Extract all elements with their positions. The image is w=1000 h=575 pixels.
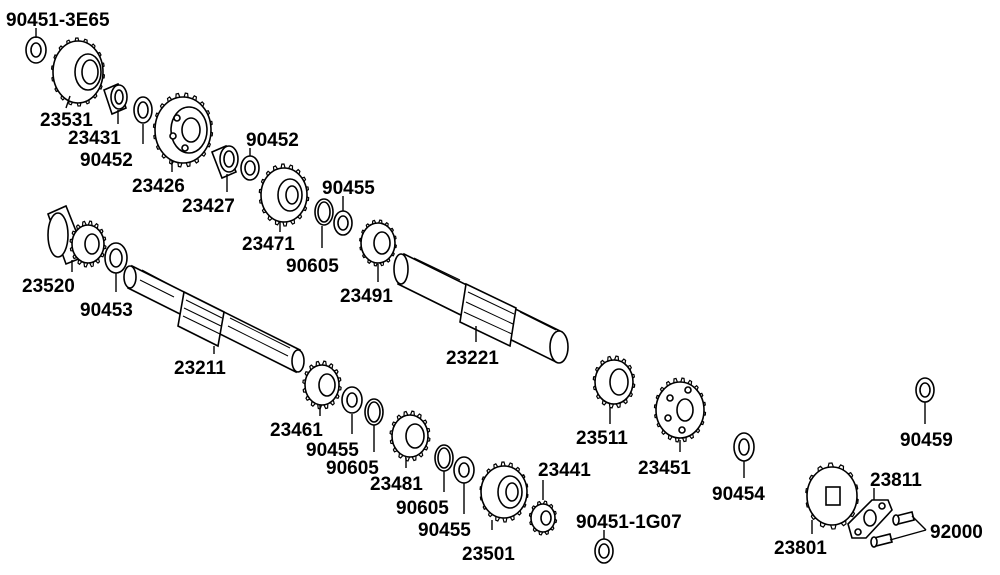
label-23427: 23427 [182,196,235,217]
label-90605-c: 90605 [396,498,449,519]
label-23520: 23520 [22,276,75,297]
label-23451: 23451 [638,458,691,479]
label-23481: 23481 [370,474,423,495]
label-23501: 23501 [462,544,515,565]
gear-23471[interactable] [258,163,310,227]
label-23511: 23511 [576,428,628,449]
gear-23491[interactable] [359,219,397,267]
part-labels: 90451-3E65 23531 23431 90452 23426 90452… [6,10,983,565]
main-shaft-23211[interactable] [123,264,305,374]
label-23531: 23531 [40,110,93,131]
label-23221: 23221 [446,348,499,369]
label-23441: 23441 [538,460,591,481]
washer-90455-c[interactable] [453,456,475,484]
label-90454: 90454 [712,484,765,505]
bolt-92000-b[interactable] [870,533,893,548]
washer-90455-a[interactable] [333,210,353,236]
label-90453: 90453 [80,300,133,321]
label-90452-b: 90452 [246,130,299,151]
label-23211: 23211 [174,358,226,379]
label-90459: 90459 [900,430,953,451]
circlip-90605-a[interactable] [314,198,334,226]
washer-90459[interactable] [915,377,935,403]
label-90451-1G07: 90451-1G07 [576,512,682,533]
gear-23531[interactable] [50,37,106,107]
label-90455-c: 90455 [418,520,471,541]
washer-90455-b[interactable] [341,386,363,414]
label-23431: 23431 [68,128,121,149]
washer-90452-a[interactable] [133,96,153,124]
circlip-90605-b[interactable] [364,398,384,426]
label-90451-3E65: 90451-3E65 [6,10,110,31]
washer-90454[interactable] [733,432,755,462]
label-90452-a: 90452 [80,150,133,171]
label-23471: 23471 [242,234,295,255]
circlip-90605-c[interactable] [434,444,454,472]
label-90605-b: 90605 [326,458,379,479]
label-23811: 23811 [870,470,922,491]
label-90605-a: 90605 [286,256,339,277]
gear-23461[interactable] [302,360,342,410]
label-23801: 23801 [774,538,827,559]
bolt-92000-a[interactable] [892,511,915,526]
label-23426: 23426 [132,176,185,197]
leader-lines [35,28,927,541]
label-23461: 23461 [270,420,323,441]
gear-23441[interactable] [528,500,558,536]
washer-90451-1G07[interactable] [594,538,614,564]
gear-23481[interactable] [389,410,431,462]
washer-90452-b[interactable] [240,155,260,181]
bushing-23431[interactable] [103,82,128,116]
washer-90453[interactable] [104,242,128,274]
plate-23811[interactable] [847,499,893,539]
label-90455-b: 90455 [306,440,359,461]
gear-23511[interactable] [592,355,636,409]
gear-23451[interactable] [653,377,707,443]
sprocket-23801[interactable] [805,462,859,530]
label-92000: 92000 [930,522,983,543]
gear-23520[interactable] [46,204,107,268]
label-23491: 23491 [340,286,393,307]
gear-23501[interactable] [479,461,529,523]
label-90455-a: 90455 [322,178,375,199]
counter-shaft-23221[interactable] [393,252,569,364]
bushing-23427[interactable] [210,144,239,180]
washer-90451-3E65[interactable] [25,36,47,64]
gear-23426[interactable] [152,92,214,168]
